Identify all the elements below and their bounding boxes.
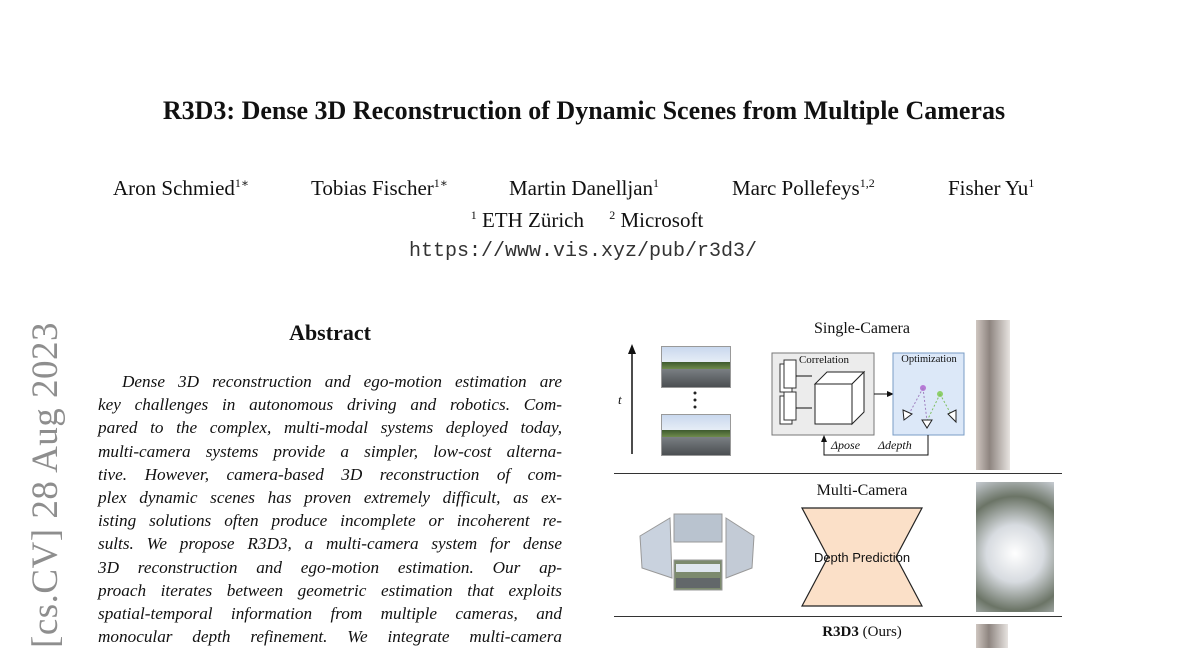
- input-frame-image: [661, 414, 731, 456]
- feedback-arrowhead: [821, 435, 827, 442]
- camera-rig-images: [639, 513, 755, 591]
- abstract-line: sults. We propose R3D3, a multi-camera s…: [98, 534, 562, 554]
- abstract-heading: Abstract: [289, 320, 371, 345]
- camera-frustum: [902, 409, 913, 421]
- feature-map: [783, 391, 797, 421]
- abstract-line: tive. However, camera-based 3D reconstru…: [98, 464, 562, 484]
- camera-view-sky: [676, 564, 720, 572]
- camera-frustum: [921, 419, 933, 429]
- abstract-body: Dense 3D reconstruction and ego-motion e…: [98, 370, 562, 648]
- author: Tobias Fischer1∗: [311, 176, 448, 200]
- point-cloud-image: [976, 624, 1008, 648]
- depth-network-shape: [801, 507, 923, 607]
- camera-frustum: [947, 409, 957, 424]
- depth-prediction-network: [801, 507, 923, 607]
- author: Marc Pollefeys1,2: [732, 176, 875, 200]
- multi-camera-label: Multi-Camera: [816, 482, 908, 499]
- project-url[interactable]: https://www.vis.xyz/pub/r3d3/: [408, 240, 758, 263]
- abstract-line: spatial-temporal information from multip…: [98, 604, 562, 624]
- abstract-line: key challenges in autonomous driving and…: [98, 395, 562, 415]
- single-camera-label: Single-Camera: [814, 320, 910, 337]
- abstract-line: plex dynamic scenes has proven extremely…: [98, 488, 562, 508]
- author: Martin Danelljan1: [509, 176, 660, 200]
- abstract-line: isting solutions often produce incomplet…: [98, 511, 562, 531]
- abstract-line: proach iterates between geometric estima…: [98, 580, 562, 600]
- r3d3-name: R3D3: [822, 624, 859, 640]
- affiliations: 1 ETH Zürich 2 Microsoft: [0, 208, 1174, 233]
- affiliation: 2 Microsoft: [609, 208, 704, 232]
- teaser-figure: Single-Camera: [612, 316, 1064, 648]
- input-frame-image: [661, 346, 731, 388]
- flow-arrowhead: [887, 391, 894, 397]
- row-divider: [614, 473, 1062, 474]
- depth-prediction-label: Depth Prediction: [813, 550, 911, 565]
- camera-view: [639, 517, 673, 579]
- ray-line: [926, 393, 941, 422]
- point-cloud-image: [976, 320, 1010, 470]
- r3d3-row-label: R3D3 (Ours): [762, 624, 962, 641]
- ellipsis-dot: [693, 398, 697, 402]
- delta-depth-label: Δdepth: [878, 438, 912, 452]
- arxiv-stamp: [cs.CV] 28 Aug 2023: [25, 321, 66, 648]
- correlation-cube-side: [851, 370, 865, 426]
- time-axis-arrowhead: [628, 344, 636, 354]
- camera-view-road: [676, 578, 720, 588]
- ellipsis-dot: [693, 405, 697, 409]
- ray-line: [908, 387, 924, 415]
- ellipsis-dot: [693, 391, 697, 395]
- delta-pose-label: Δpose: [831, 438, 861, 452]
- time-label: t: [618, 392, 622, 407]
- feedback-line: [823, 435, 929, 456]
- ray-line: [939, 393, 953, 417]
- author: Fisher Yu1: [948, 176, 1035, 200]
- camera-view: [673, 513, 723, 543]
- single-camera-diagram: [628, 344, 965, 456]
- ours-tag: (Ours): [862, 624, 902, 640]
- abstract-line: monocular depth refinement. We integrate…: [98, 627, 562, 647]
- paper-title: R3D3: Dense 3D Reconstruction of Dynamic…: [162, 96, 1006, 125]
- abstract-line: 3D reconstruction and ego-motion estimat…: [98, 557, 562, 577]
- correlation-cube-front: [814, 383, 853, 425]
- feature-map: [783, 359, 797, 389]
- camera-view: [725, 517, 755, 579]
- optimization-label: Optimization: [901, 354, 957, 365]
- ray-line: [922, 387, 928, 422]
- point-cloud-image: [976, 482, 1054, 612]
- row-divider: [614, 616, 1062, 617]
- author: Aron Schmied1∗: [113, 176, 250, 200]
- correlation-label: Correlation: [798, 354, 850, 366]
- abstract-line: multi-camera systems provide a simpler, …: [98, 441, 562, 461]
- abstract-line: pared to the complex, multi-modal system…: [98, 418, 562, 438]
- affiliation: 1 ETH Zürich: [470, 208, 584, 232]
- abstract-line: Dense 3D reconstruction and ego-motion e…: [122, 372, 562, 391]
